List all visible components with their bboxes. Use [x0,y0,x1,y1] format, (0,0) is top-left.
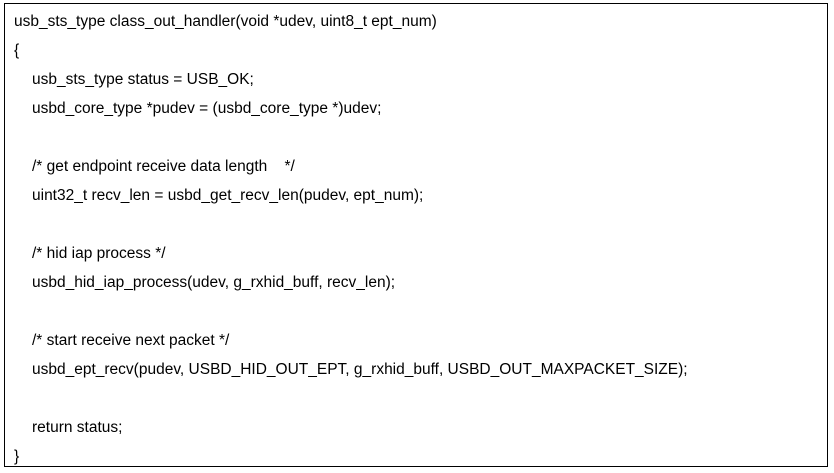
code-line-blank [14,123,688,152]
code-block: usb_sts_type class_out_handler(void *ude… [4,3,828,467]
code-line-ept-recv-call: usbd_ept_recv(pudev, USBD_HID_OUT_EPT, g… [32,361,688,378]
code-line-comment-iap: /* hid iap process */ [32,245,166,262]
code-line-blank [14,297,688,326]
code-line-iap-call: usbd_hid_iap_process(udev, g_rxhid_buff,… [32,274,396,291]
code-line-signature: usb_sts_type class_out_handler(void *ude… [14,13,437,30]
code-line-status-decl: usb_sts_type status = USB_OK; [32,71,254,88]
code-line-comment-recv-len: /* get endpoint receive data length */ [32,158,295,175]
code-line-blank [14,384,688,413]
code-lines: usb_sts_type class_out_handler(void *ude… [14,7,688,471]
code-line-close-brace: } [14,448,20,465]
code-line-comment-next-packet: /* start receive next packet */ [32,332,230,349]
code-line-recv-len-decl: uint32_t recv_len = usbd_get_recv_len(pu… [32,187,424,204]
code-line-pudev-decl: usbd_core_type *pudev = (usbd_core_type … [32,100,382,117]
code-line-return: return status; [32,419,123,436]
code-line-open-brace: { [14,42,20,59]
code-line-blank [14,210,688,239]
